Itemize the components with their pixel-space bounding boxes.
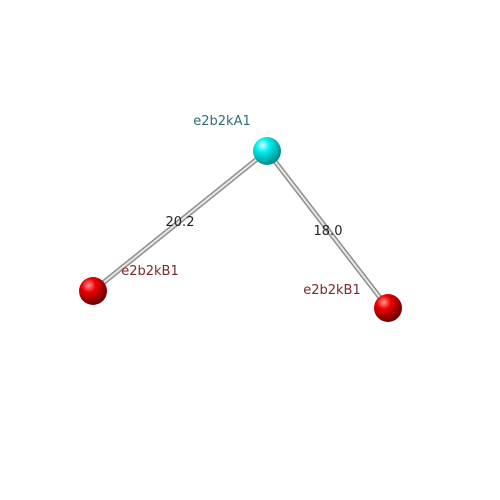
edge-label-a1-b1-right: 18.0 — [314, 224, 343, 239]
node-label-b1-left: e2b2kB1 — [121, 264, 179, 279]
node-b1-left[interactable] — [79, 277, 107, 305]
node-b1-right[interactable] — [374, 294, 402, 322]
edge-a1-b1-left — [90, 148, 270, 294]
edge-a1-b1-right — [264, 148, 391, 311]
node-label-a1: e2b2kA1 — [193, 114, 250, 129]
node-a1[interactable] — [253, 137, 281, 165]
edges-layer — [90, 148, 391, 311]
edge-label-a1-b1-left: 20.2 — [166, 215, 195, 230]
node-label-b1-right: e2b2kB1 — [303, 283, 361, 298]
